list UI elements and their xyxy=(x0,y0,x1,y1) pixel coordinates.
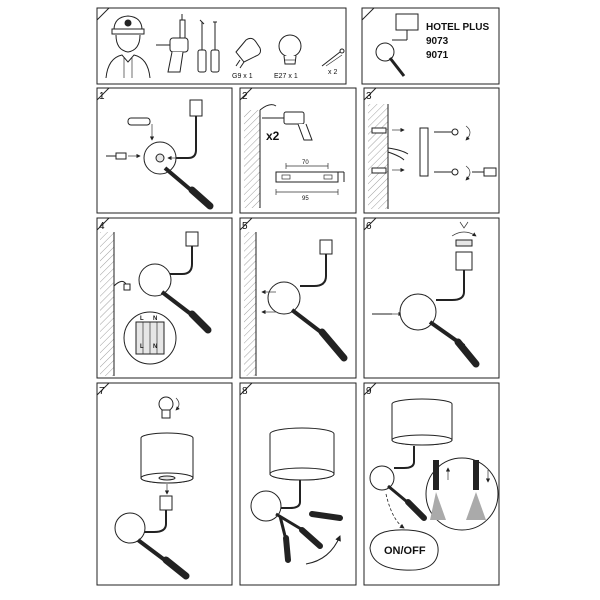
step-number-4: 4 xyxy=(99,221,105,232)
drill-icon xyxy=(156,14,189,73)
step-number-1: 1 xyxy=(99,91,105,102)
model-number-1: 9073 xyxy=(426,36,449,47)
product-lamp-icon xyxy=(375,13,419,77)
drill-icon-step-2 xyxy=(262,111,313,141)
terminal-l-bottom: L xyxy=(140,344,144,350)
on-off-label: ON/OFF xyxy=(384,545,426,557)
e27-bulb-step-7 xyxy=(158,396,180,419)
product-name: HOTEL PLUS xyxy=(426,22,489,33)
terminal-n-top: N xyxy=(153,316,157,322)
step-number-7: 7 xyxy=(99,386,105,397)
step-1-illustration xyxy=(106,99,214,210)
screw-label: x 2 xyxy=(328,69,337,76)
step-number-3: 3 xyxy=(366,91,372,102)
tools-panel: G9 x 1 E27 x 1 x 2 xyxy=(96,7,347,85)
step-6-illustration xyxy=(372,221,480,368)
screw-icon xyxy=(321,48,345,67)
step-4-illustration: L N L N xyxy=(100,231,212,376)
dimension-70: 70 xyxy=(302,160,309,166)
terminal-l-top: L xyxy=(140,316,144,322)
step-8-illustration xyxy=(250,427,343,565)
step-9-illustration: ON/OFF xyxy=(369,398,499,571)
g9-bulb-icon xyxy=(235,37,261,69)
worker-icon xyxy=(105,15,151,79)
e27-label: E27 x 1 xyxy=(274,73,298,80)
step-5-illustration xyxy=(244,232,348,376)
step-number-2: 2 xyxy=(242,91,248,102)
step-3-illustration xyxy=(368,104,497,209)
step-frames xyxy=(96,87,500,586)
step-2-illustration: x2 70 95 xyxy=(244,104,345,208)
step-7-illustration xyxy=(114,396,194,580)
step-number-5: 5 xyxy=(242,221,248,232)
terminal-n-bottom: N xyxy=(153,344,157,350)
screwdriver-icon xyxy=(197,19,220,73)
dimension-95: 95 xyxy=(302,196,309,202)
e27-bulb-icon xyxy=(278,34,302,65)
step-number-6: 6 xyxy=(366,221,372,232)
step-2-multiplier: x2 xyxy=(266,129,280,143)
g9-label: G9 x 1 xyxy=(232,73,253,80)
model-number-2: 9071 xyxy=(426,50,449,61)
step-number-9: 9 xyxy=(366,386,372,397)
step-number-8: 8 xyxy=(242,386,248,397)
product-panel: HOTEL PLUS 9073 9071 xyxy=(361,7,500,85)
